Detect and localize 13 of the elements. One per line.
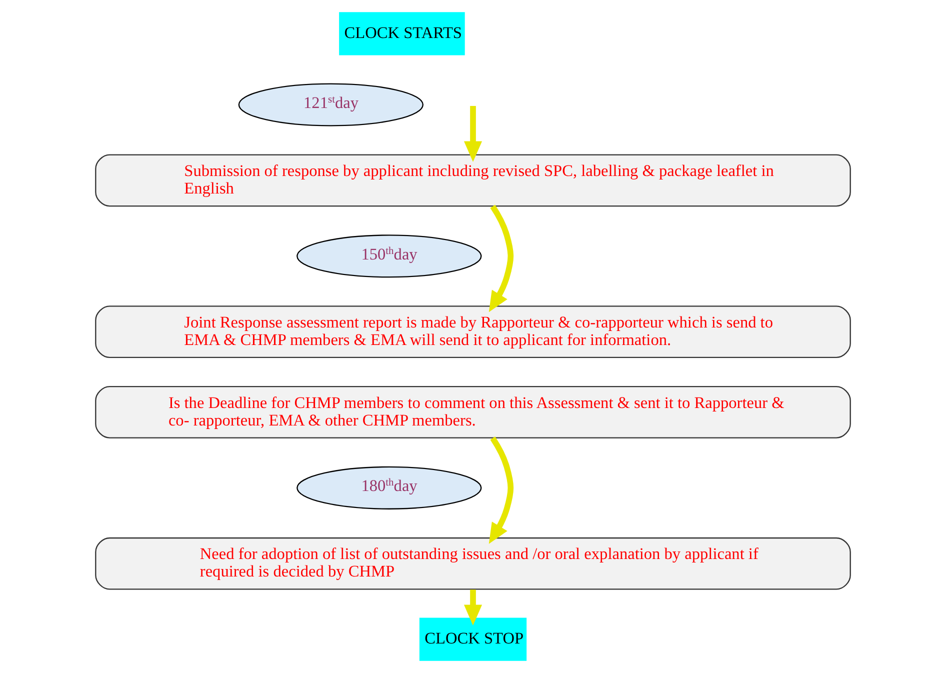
node-ellipse: 180$^{th}$day [296,466,482,510]
node-ellipse: 121$^{st}$day [238,83,423,126]
node-box: Need for adoption of list of outstanding issues and /or oral explanation by applicant if required is decided by CHMP [94,537,850,590]
node-box: Submission of response by applicant including revised SPC, labelling & package leaflet in English [94,154,850,207]
node-box: Joint Response assessment report is made by Rapporteur & co-rapporteur which is send to EMA & CHMP members & EMA will send it to applicant for information. [94,306,850,358]
arrow [488,436,514,544]
arrow [463,106,482,162]
node-box: Is the Deadline for CHMP members to comment on this Assessment & sent it to Rapporteur & co- rapporteur, EMA & other CHMP members. [94,386,850,438]
arrow [488,204,514,312]
node-ellipse: 150$^{th}$day [296,234,482,278]
node-box: CLOCK STARTS [338,12,464,56]
arrow [463,590,482,626]
node-box: CLOCK STOP [418,618,526,661]
